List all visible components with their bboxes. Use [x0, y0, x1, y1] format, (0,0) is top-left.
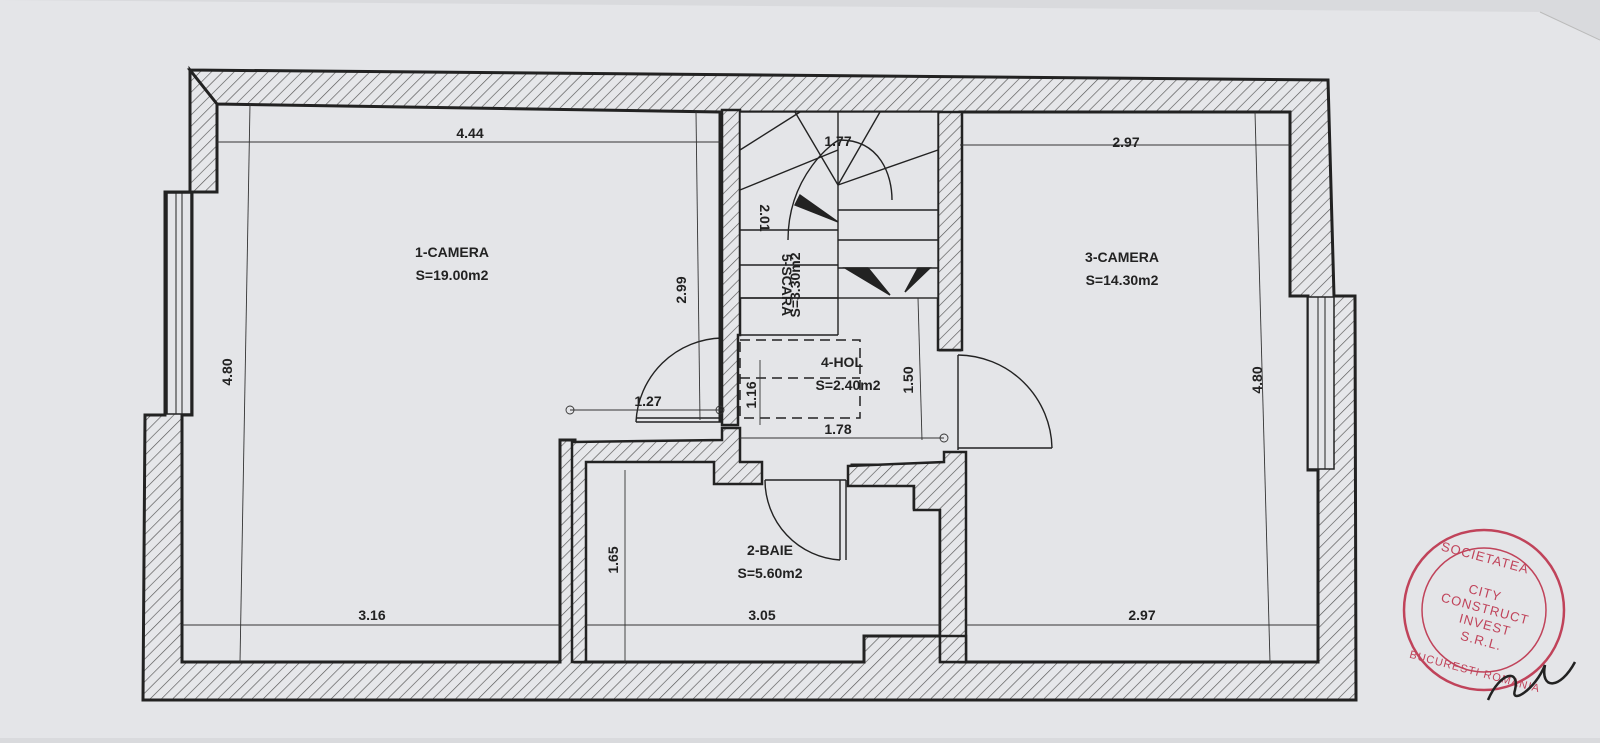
room-name-baie-2: 2-BAIE: [747, 542, 793, 558]
dim-camera1-width: 4.44: [456, 125, 483, 141]
staircase: [739, 111, 939, 336]
dim-camera3-width: 2.97: [1112, 134, 1139, 150]
signature: [1486, 661, 1577, 701]
room-area-baie-2: S=5.60m2: [738, 565, 803, 581]
left-window: [166, 192, 192, 415]
dim-camera1-bottom: 3.16: [358, 607, 385, 623]
dim-baie-width: 3.05: [748, 607, 775, 623]
dim-stair-width: 1.77: [824, 133, 851, 149]
room-area-scara-5: S=3.30m2: [787, 252, 803, 317]
dim-camera3-bottom: 2.97: [1128, 607, 1155, 623]
dim-hol-width: 1.78: [824, 421, 851, 437]
room-area-camera-3: S=14.30m2: [1086, 272, 1159, 288]
room-area-camera-1: S=19.00m2: [416, 267, 489, 283]
dim-baie-height: 1.65: [605, 546, 621, 573]
right-window: [1307, 296, 1335, 470]
room-name-scara-5: 5-SCARA: [779, 254, 795, 316]
dimension-lines: [182, 103, 1318, 663]
interior-walls: [570, 108, 968, 664]
room-name-hol-4: 4-HOL: [821, 354, 863, 370]
room-baie-2: 2-BAIE S=5.60m2: [738, 542, 803, 581]
room-scara-5: 5-SCARA S=3.30m2: [779, 252, 803, 317]
dimension-labels: 4.44 4.80 3.16 2.99 1.27 1.77 2.01 1.16 …: [219, 125, 1265, 623]
room-camera-1: 1-CAMERA S=19.00m2: [415, 244, 489, 283]
room-name-camera-1: 1-CAMERA: [415, 244, 489, 260]
dim-hall-vertical: 2.99: [673, 276, 689, 303]
room-hol-4: 4-HOL S=2.40m2: [816, 354, 881, 393]
dim-stair-depth: 2.01: [757, 204, 773, 231]
dim-camera3-height: 4.80: [1249, 366, 1265, 393]
dim-hol-right: 1.50: [900, 366, 916, 393]
dim-hol-height: 1.16: [743, 381, 759, 408]
dim-camera1-height: 4.80: [219, 358, 235, 385]
room-camera-3: 3-CAMERA S=14.30m2: [1085, 249, 1159, 288]
room-area-hol-4: S=2.40m2: [816, 377, 881, 393]
doors: [635, 337, 1053, 561]
room-name-camera-3: 3-CAMERA: [1085, 249, 1159, 265]
dim-hall-door: 1.27: [634, 393, 661, 409]
